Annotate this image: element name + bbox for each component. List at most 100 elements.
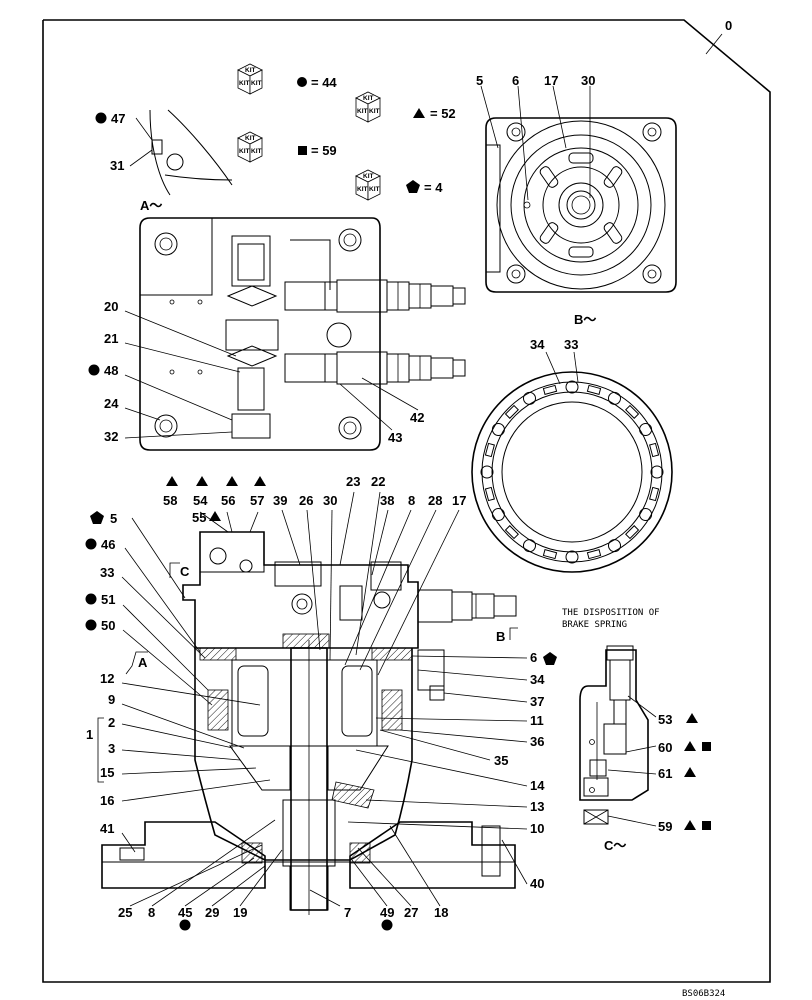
view-label-a: A～ xyxy=(140,198,162,213)
triangle-symbol xyxy=(413,108,425,118)
svg-text:KIT: KIT xyxy=(369,186,380,193)
callout-14: 14 xyxy=(530,778,545,793)
brake-spring xyxy=(523,539,536,553)
callout-23: 23 xyxy=(346,474,360,489)
svg-text:KIT: KIT xyxy=(357,108,368,115)
view-a-detail: A～ xyxy=(129,109,233,213)
note-line-2: BRAKE SPRING xyxy=(562,620,627,630)
view-label-c: C～ xyxy=(604,838,626,853)
svg-text:KIT: KIT xyxy=(363,173,374,180)
valve-block-view xyxy=(124,217,466,451)
callout-54: 54 xyxy=(193,493,208,508)
brake-spring xyxy=(491,508,505,521)
ring-spacer xyxy=(586,549,602,560)
kit-legend: KIT KIT KIT = 44 KIT KIT KIT = 52 KIT KI… xyxy=(237,63,456,201)
legend-pentagon-value: = 4 xyxy=(424,180,443,195)
svg-text:KIT: KIT xyxy=(251,80,262,87)
ring-spacer xyxy=(484,442,495,458)
callout-17-top: 17 xyxy=(544,73,558,88)
kit-box-square: KIT KIT KIT xyxy=(237,131,263,163)
ring-spacer xyxy=(625,525,640,540)
callout-56: 56 xyxy=(221,493,235,508)
ring-spacer xyxy=(649,442,660,458)
brake-spring xyxy=(608,539,621,553)
callout-34-ring: 34 xyxy=(530,337,545,352)
callout-46: 46 xyxy=(101,537,115,552)
svg-text:KIT: KIT xyxy=(245,67,256,74)
callout-35: 35 xyxy=(494,753,508,768)
callout-26: 26 xyxy=(299,493,313,508)
brake-spring xyxy=(639,508,653,521)
callout-47: 47 xyxy=(111,111,125,126)
brake-spring xyxy=(491,423,505,436)
ring-spacer xyxy=(649,486,660,502)
callout-17-mid: 17 xyxy=(452,493,466,508)
callout-58: 58 xyxy=(163,493,177,508)
callout-60: 60 xyxy=(658,740,672,755)
view-c-detail: C～ xyxy=(579,645,657,853)
brake-spring xyxy=(650,465,664,479)
callout-59: 59 xyxy=(658,819,672,834)
brake-ring-view xyxy=(471,351,673,573)
sheet-frame xyxy=(42,19,771,983)
callout-24: 24 xyxy=(104,396,119,411)
callout-10: 10 xyxy=(530,821,544,836)
ring-spacer xyxy=(542,384,558,395)
callout-34-mid: 34 xyxy=(530,672,545,687)
callout-40: 40 xyxy=(530,876,544,891)
callout-6-top: 6 xyxy=(512,73,519,88)
callout-3: 3 xyxy=(108,741,115,756)
callout-51: 51 xyxy=(101,592,115,607)
motor-section-view: C A B xyxy=(101,491,528,915)
callout-1: 1 xyxy=(86,727,93,742)
callout-32: 32 xyxy=(104,429,118,444)
callout-8-bottom: 8 xyxy=(148,905,155,920)
callout-36: 36 xyxy=(530,734,544,749)
ring-spacer xyxy=(625,404,640,419)
callout-57: 57 xyxy=(250,493,264,508)
ring-spacer xyxy=(504,525,519,540)
callout-16: 16 xyxy=(100,793,114,808)
kit-box-pentagon: KIT KIT KIT xyxy=(355,169,381,201)
note-line-1: THE DISPOSITION OF xyxy=(562,608,660,618)
svg-text:KIT: KIT xyxy=(239,148,250,155)
svg-text:KIT: KIT xyxy=(357,186,368,193)
callout-18: 18 xyxy=(434,905,448,920)
callout-50: 50 xyxy=(101,618,115,633)
callout-6-mid: 6 xyxy=(530,650,537,665)
drawing-code: BS06B324 xyxy=(682,989,725,999)
callout-22: 22 xyxy=(371,474,385,489)
callout-49: 49 xyxy=(380,905,394,920)
brake-spring xyxy=(608,391,621,405)
callout-31: 31 xyxy=(110,158,124,173)
callout-15: 15 xyxy=(100,765,114,780)
callout-55: 55 xyxy=(192,510,206,525)
view-label-b: B～ xyxy=(574,312,596,327)
callout-30-mid: 30 xyxy=(323,493,337,508)
callout-33-ring: 33 xyxy=(564,337,578,352)
ring-spacer xyxy=(504,404,519,419)
callout-19: 19 xyxy=(233,905,247,920)
square-symbol xyxy=(298,146,307,155)
kit-box-circle: KIT KIT KIT xyxy=(237,63,263,95)
brake-spring xyxy=(480,465,494,479)
brake-spring xyxy=(565,380,579,394)
callout-25: 25 xyxy=(118,905,132,920)
callout-30-top: 30 xyxy=(581,73,595,88)
callout-27: 27 xyxy=(404,905,418,920)
view-mark-b: B xyxy=(496,629,505,644)
view-mark-c: C xyxy=(180,564,190,579)
brake-spring xyxy=(565,550,579,564)
callout-9: 9 xyxy=(108,692,115,707)
callout-11: 11 xyxy=(530,713,544,728)
brake-spring xyxy=(639,423,653,436)
ring-spacer xyxy=(586,384,602,395)
callout-41: 41 xyxy=(100,821,114,836)
circle-symbol xyxy=(297,77,307,87)
svg-text:KIT: KIT xyxy=(369,108,380,115)
brake-spring xyxy=(523,391,536,405)
callout-38: 38 xyxy=(380,493,394,508)
view-b-detail: B～ xyxy=(480,85,677,327)
callout-13: 13 xyxy=(530,799,544,814)
